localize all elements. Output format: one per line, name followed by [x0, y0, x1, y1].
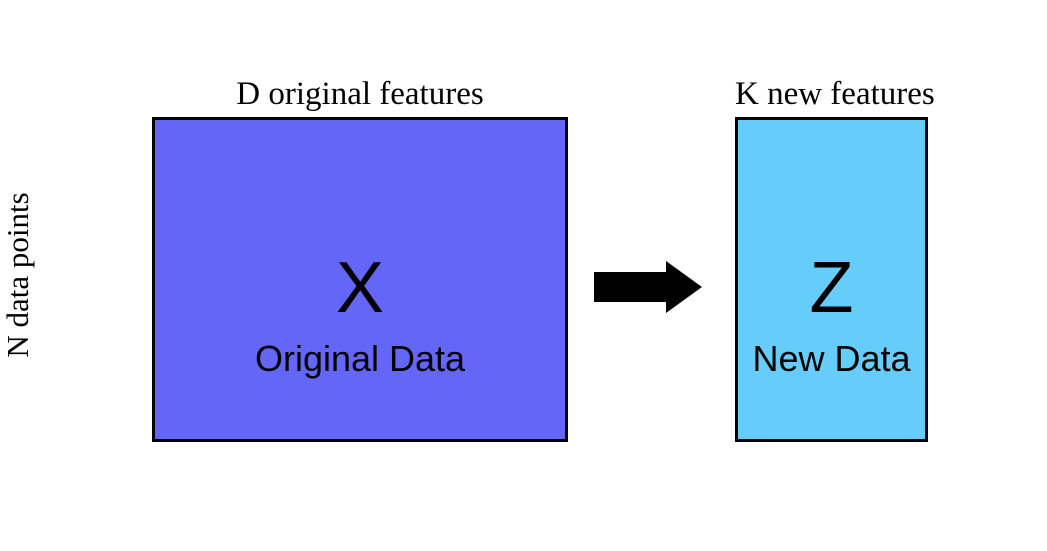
new-data-matrix: Z New Data [735, 117, 928, 442]
new-data-symbol: Z [809, 248, 854, 328]
new-data-caption: New Data [752, 338, 911, 379]
right-arrow-icon [594, 261, 702, 313]
original-data-matrix: X Original Data [152, 117, 568, 442]
row-label-n-data-points: N data points [0, 192, 35, 358]
original-data-caption: Original Data [254, 338, 466, 379]
original-data-symbol: X [335, 248, 385, 328]
right-matrix-column-label: K new features [735, 76, 935, 112]
left-matrix-column-label: D original features [236, 76, 484, 112]
